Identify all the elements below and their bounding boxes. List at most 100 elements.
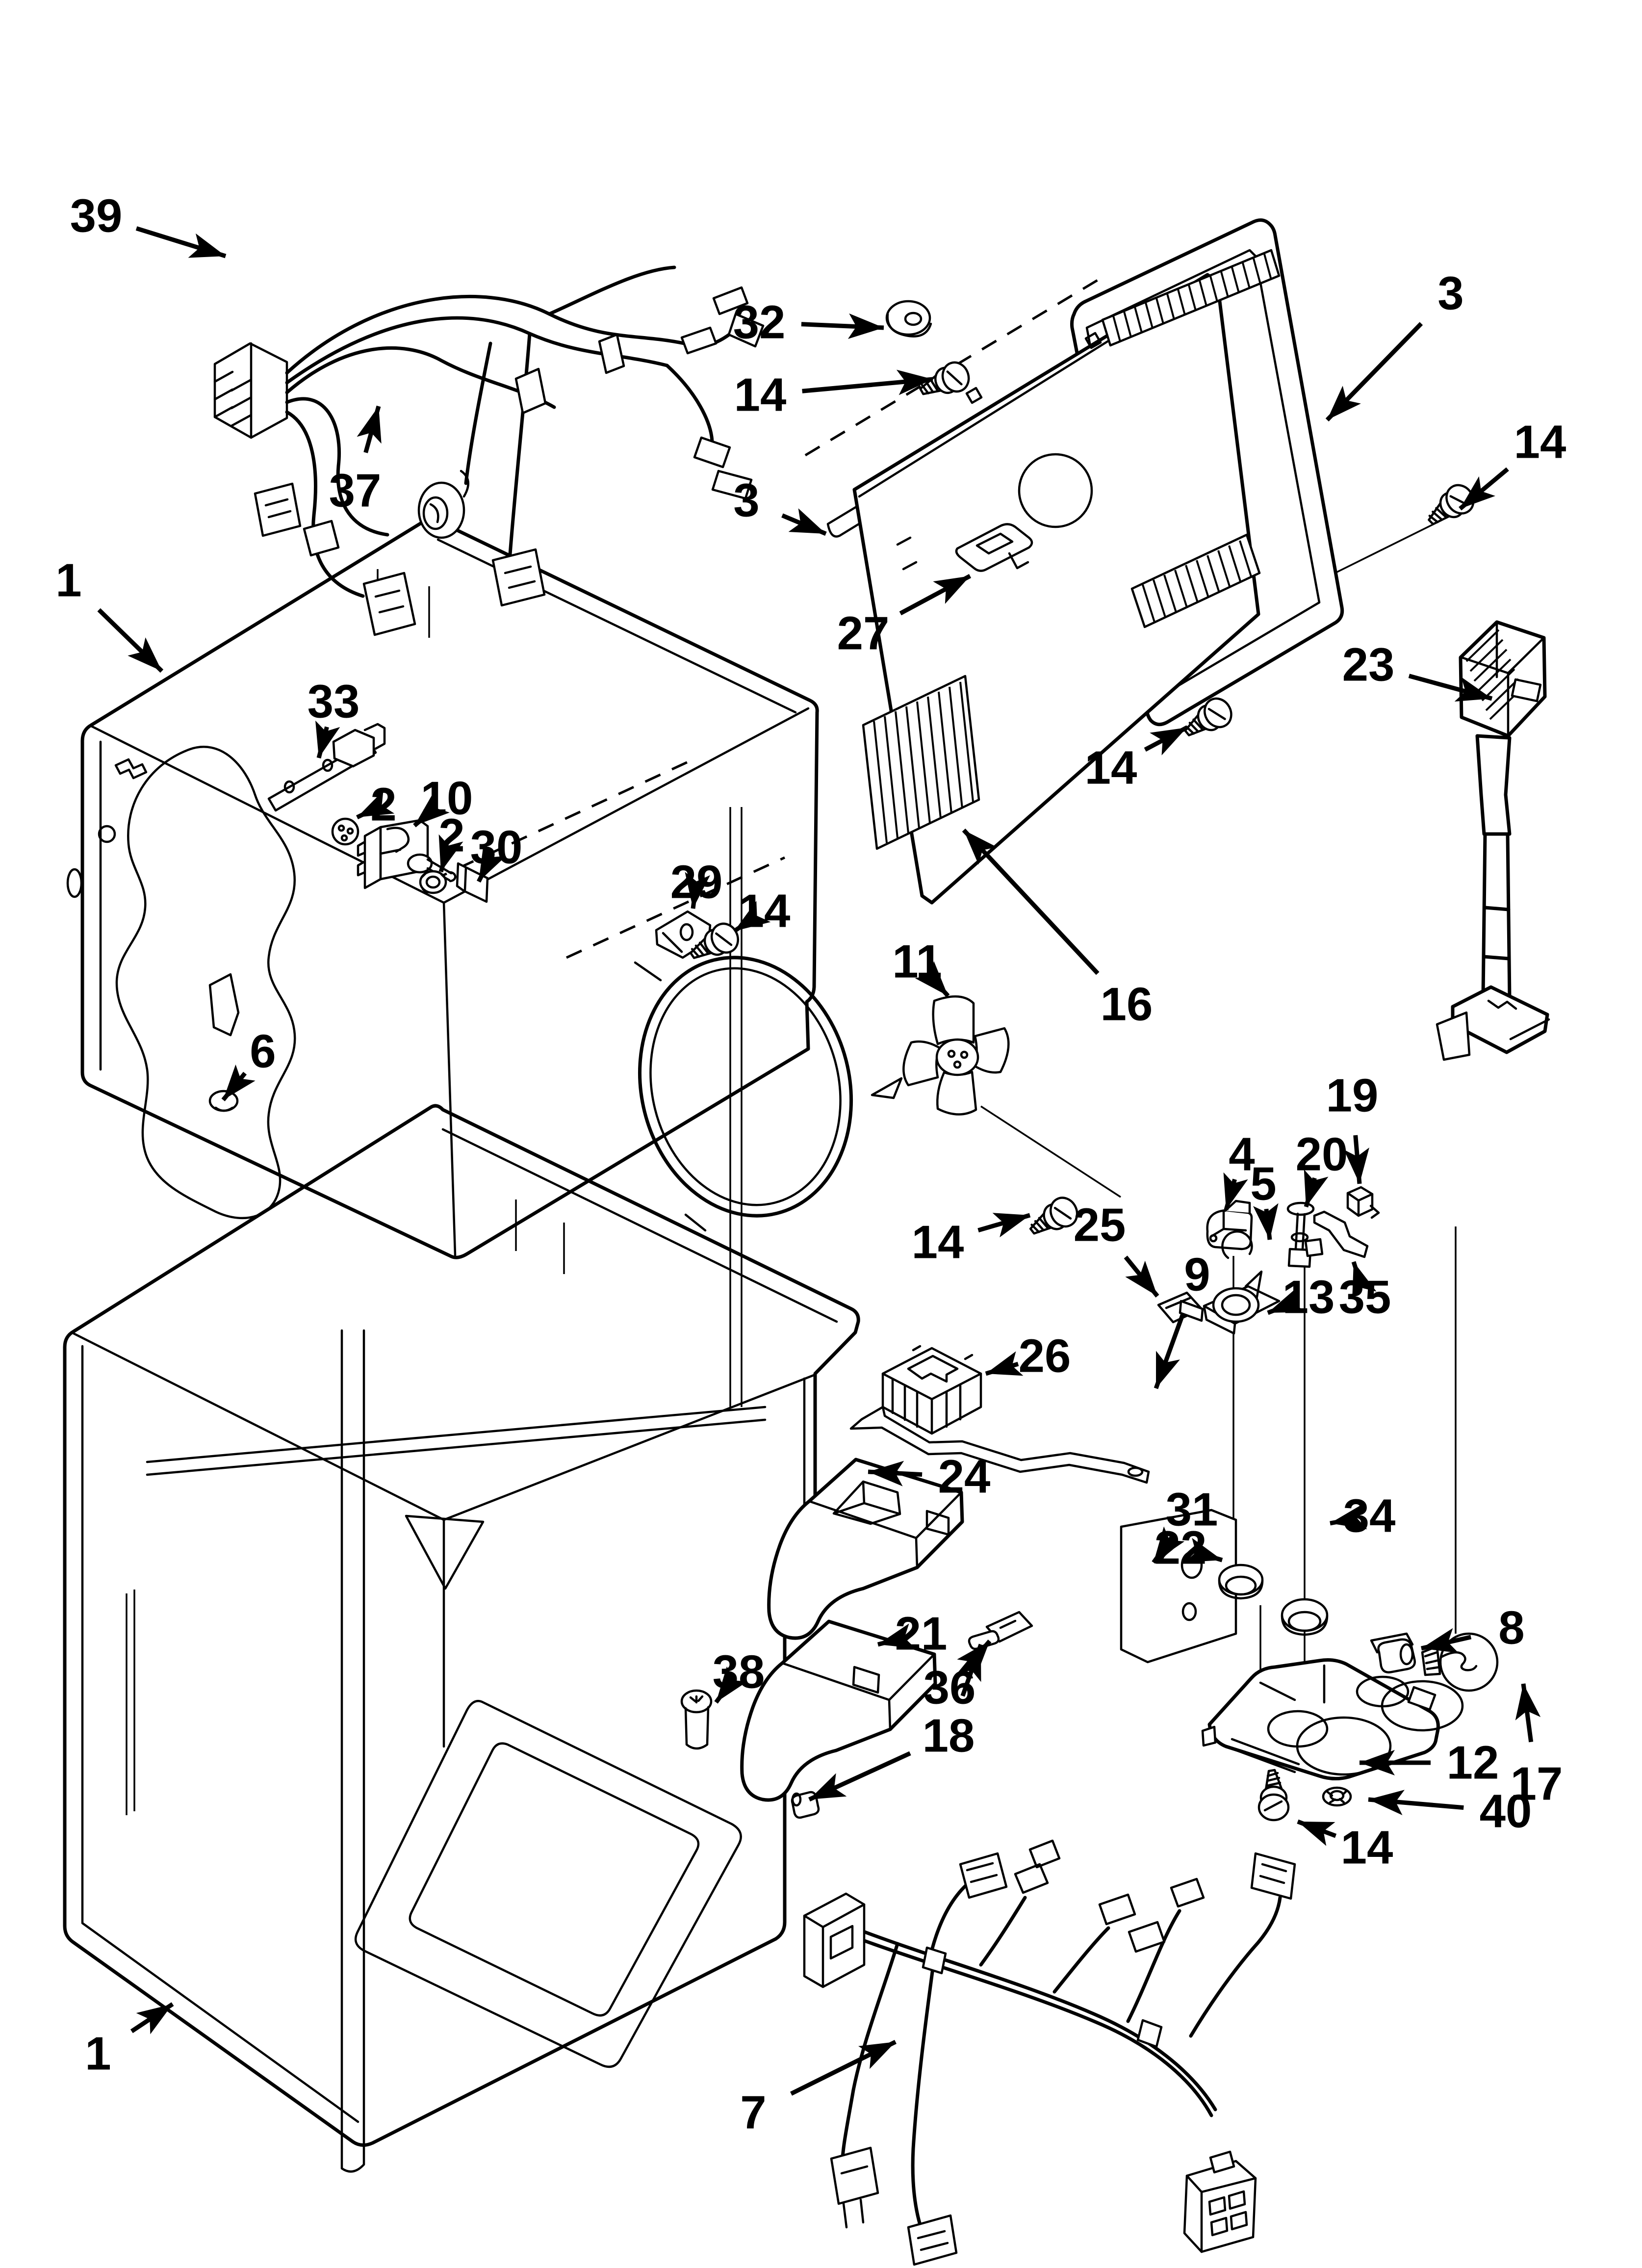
- callout-8: 8: [1420, 1602, 1525, 1654]
- part-number-label: 34: [1343, 1490, 1396, 1542]
- wiring-harness-39: [213, 265, 765, 636]
- part-number-label: 24: [938, 1451, 991, 1503]
- leader-arrow: [1144, 726, 1188, 756]
- part-number-label: 9: [1184, 1249, 1210, 1301]
- air-tower: [1436, 620, 1550, 1061]
- callout-20: 20: [1296, 1128, 1348, 1208]
- leader-arrow: [1368, 1790, 1464, 1816]
- part-number-label: 35: [1339, 1271, 1391, 1324]
- leader-arrow: [1297, 1819, 1337, 1846]
- callout-34: 34: [1330, 1490, 1395, 1542]
- leader-arrow: [1154, 1313, 1185, 1389]
- callout-29: 29: [670, 856, 722, 909]
- part-number-label: 18: [923, 1710, 975, 1762]
- callout-9: 9: [1154, 1249, 1210, 1389]
- leader-arrow: [781, 508, 827, 536]
- part-number-label: 37: [329, 465, 382, 517]
- part-number-label: 39: [70, 190, 123, 242]
- leader-arrow: [962, 828, 1100, 975]
- part-number-label: 6: [250, 1025, 276, 1078]
- callout-12: 12: [1360, 1737, 1499, 1789]
- part-number-label: 12: [1447, 1737, 1499, 1789]
- light-console: [1201, 1658, 1464, 1780]
- leader-arrow: [356, 790, 395, 820]
- part-number-label: 14: [912, 1216, 964, 1269]
- leader-arrow: [1459, 467, 1509, 511]
- callout-40: 40: [1368, 1785, 1532, 1838]
- leader-arrow: [135, 226, 227, 259]
- lamp-socket: [1370, 1632, 1416, 1673]
- leader-arrow: [802, 369, 933, 395]
- part-number-label: 1: [55, 554, 81, 607]
- leader-arrow: [868, 1460, 923, 1486]
- part-number-label: 2: [438, 809, 464, 862]
- leader-arrow: [877, 1623, 916, 1648]
- leader-arrow: [1515, 1683, 1541, 1743]
- part-number-label: 13: [1283, 1271, 1335, 1324]
- part-number-label: 40: [1480, 1785, 1532, 1838]
- leader-arrow: [438, 834, 463, 873]
- callout-25: 25: [1074, 1199, 1159, 1298]
- callout-13: 13: [1267, 1271, 1335, 1324]
- leader-arrow: [1152, 1526, 1185, 1564]
- leader-arrow: [130, 2002, 174, 2034]
- callout-30: 30: [470, 821, 523, 883]
- leader-arrow: [1325, 322, 1423, 422]
- fan-shroud: [634, 956, 853, 1232]
- callout-38: 38: [713, 1646, 765, 1704]
- callout-26: 26: [985, 1330, 1071, 1382]
- leader-arrow: [357, 405, 382, 453]
- leader-arrow: [957, 1643, 983, 1697]
- part-number-label: 11: [892, 936, 942, 988]
- leader-arrow: [1124, 1255, 1159, 1298]
- part-number-label: 31: [1166, 1484, 1218, 1536]
- leader-arrow: [790, 2039, 897, 2096]
- part-number-label: 23: [1342, 639, 1395, 691]
- leader-arrow: [977, 1213, 1031, 1238]
- callout-14-bracket: 14: [733, 885, 790, 938]
- part-number-label: 38: [713, 1646, 765, 1698]
- callout-33: 33: [308, 676, 360, 759]
- leader-arrow: [413, 793, 450, 828]
- vent-strip-top: [1101, 249, 1281, 347]
- part-number-label: 21: [895, 1608, 948, 1660]
- leader-arrow: [1420, 1628, 1472, 1653]
- part-number-label: 16: [1101, 978, 1153, 1031]
- air-duct-24: [767, 1458, 964, 1640]
- part-number-label: 20: [1296, 1128, 1348, 1181]
- part-number-label: 14: [1085, 742, 1137, 794]
- vent-strip-bottom-left: [862, 675, 980, 850]
- callout-16: 16: [962, 828, 1153, 1031]
- vent-strip-right: [1130, 533, 1261, 628]
- shelf-rail: [849, 1406, 1150, 1484]
- callout-14-panel-bottom: 14: [1085, 726, 1188, 794]
- part-number-label: 19: [1326, 1069, 1379, 1122]
- part-number-label: 1: [85, 2028, 111, 2080]
- push-nut-40: [1322, 1786, 1352, 1807]
- leader-arrow: [733, 901, 771, 933]
- leader-arrow: [685, 872, 711, 909]
- trim-ring-34: [1281, 1598, 1329, 1636]
- part-number-label: 33: [308, 676, 360, 728]
- thermostat-cluster: [208, 723, 712, 1112]
- timer-box: [881, 1345, 982, 1435]
- callout-39: 39: [70, 190, 227, 259]
- leader-arrow: [1304, 1169, 1329, 1208]
- part-number-label: 7: [740, 2086, 766, 2139]
- leader-arrow: [1351, 1261, 1377, 1300]
- part-number-label: 14: [1341, 1822, 1393, 1874]
- callout-6: 6: [221, 1025, 276, 1101]
- leader-arrow: [221, 1064, 256, 1101]
- callout-3-right: 3: [1325, 267, 1464, 422]
- drain-cap: [680, 1689, 713, 1750]
- callout-14-console: 14: [1297, 1819, 1393, 1874]
- callout-1-bottom: 1: [85, 2002, 174, 2080]
- leader-arrow: [476, 844, 507, 883]
- leader-arrow: [1344, 1135, 1369, 1184]
- callout-17: 17: [1511, 1683, 1563, 1810]
- part-number-label: 26: [1019, 1330, 1071, 1382]
- part-number-label: 30: [470, 821, 523, 874]
